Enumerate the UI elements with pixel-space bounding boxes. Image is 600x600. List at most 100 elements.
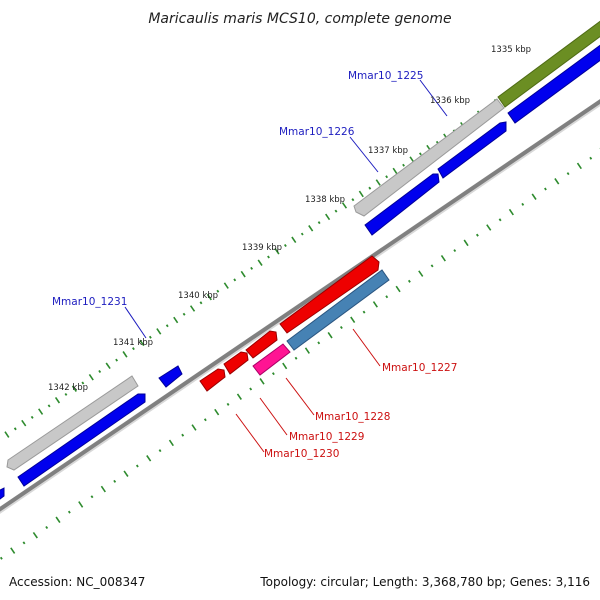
gene-blue-a[interactable] <box>507 38 600 124</box>
outer-scale-tick <box>325 213 331 221</box>
outer-scale-tick <box>115 358 119 362</box>
callout-line-1229 <box>259 397 288 436</box>
outer-scale-tick <box>250 266 254 270</box>
outer-scale-tick <box>38 408 44 415</box>
scale-label: 1342 kbp <box>48 383 88 393</box>
inner-scale-tick <box>566 172 570 176</box>
callout-line-1225 <box>419 79 448 117</box>
outer-scale-tick <box>334 209 338 213</box>
gene-features <box>0 14 600 502</box>
outer-scale-tick <box>351 198 355 202</box>
outer-scale-tick <box>139 339 145 347</box>
inner-scale-tick <box>350 316 356 324</box>
gene-olive[interactable] <box>497 14 600 108</box>
outer-scale-tick <box>402 163 405 167</box>
inner-scale-tick <box>90 495 94 499</box>
gene-steel-1227[interactable] <box>286 269 390 351</box>
outer-scale-tick <box>13 427 17 431</box>
inner-scale-tick <box>67 510 71 514</box>
outer-scale-tick <box>418 152 422 156</box>
outer-scale-tick <box>4 431 10 438</box>
gene-gray-1225[interactable] <box>353 98 505 217</box>
outer-scale-tick <box>385 175 389 179</box>
outer-scale-tick <box>341 202 348 209</box>
inner-scale-tick <box>362 310 366 314</box>
inner-scale-tick <box>544 187 547 191</box>
backbone <box>0 99 600 512</box>
inner-scale-tick <box>440 254 446 262</box>
inner-scale-tick <box>317 341 321 345</box>
gene-gray-1231[interactable] <box>6 375 139 471</box>
outer-scale-tick <box>81 381 85 385</box>
inner-scale-tick <box>181 433 185 437</box>
outer-scale-tick <box>375 179 381 186</box>
outer-scale-tick <box>122 351 128 358</box>
inner-scale-tick <box>10 547 16 554</box>
callout-line-1228 <box>285 377 315 416</box>
callout-line-1231 <box>124 306 147 339</box>
outer-scale-tick <box>54 396 61 404</box>
gene-red-1229[interactable] <box>223 351 249 375</box>
inner-scale-tick <box>498 218 502 222</box>
inner-scale-tick <box>113 479 117 483</box>
gene-label-mmar10-1225[interactable]: Mmar10_1225 <box>348 70 423 82</box>
scale-label: 1335 kbp <box>491 45 531 55</box>
gene-red-1228[interactable] <box>245 330 278 359</box>
inner-scale-tick <box>282 362 288 370</box>
outer-scale-tick <box>317 221 321 225</box>
gene-blue-small[interactable] <box>158 365 183 388</box>
outer-scale-tick <box>206 293 212 301</box>
outer-scale-tick <box>216 289 220 293</box>
gene-labels: Mmar10_1225 Mmar10_1226 Mmar10_1231 Mmar… <box>52 70 457 460</box>
gene-pink-1228[interactable] <box>252 343 291 376</box>
inner-scale-tick <box>0 556 3 560</box>
outer-scale-tick <box>182 312 186 316</box>
gene-red-1230[interactable] <box>199 368 226 392</box>
outer-scale-tick <box>267 255 270 259</box>
inner-scale-tick <box>407 279 411 283</box>
gene-blue-1231[interactable] <box>17 393 146 487</box>
outer-scale-tick <box>274 247 280 255</box>
outer-scale-tick <box>223 282 229 289</box>
inner-scale-tick <box>22 541 26 545</box>
inner-scale-tick <box>395 285 401 293</box>
callout-line-1226 <box>349 136 379 173</box>
outer-scale-tick <box>71 385 77 392</box>
outer-scale-tick <box>392 167 398 175</box>
gene-label-mmar10-1230[interactable]: Mmar10_1230 <box>264 448 339 460</box>
outer-scale-tick <box>291 236 297 244</box>
callout-line-1227 <box>352 328 381 367</box>
outer-scale-tick <box>358 190 364 198</box>
outer-scale-tick <box>199 301 203 305</box>
scale-label: 1341 kbp <box>113 338 153 348</box>
inner-scale-tick <box>226 402 230 406</box>
inner-scale-tick <box>135 464 139 468</box>
inner-scale-tick <box>339 325 343 330</box>
gene-blue-b[interactable] <box>437 121 507 179</box>
inner-scale-tick <box>475 233 479 237</box>
gene-label-mmar10-1228[interactable]: Mmar10_1228 <box>315 411 390 423</box>
outer-scale-tick <box>98 369 102 374</box>
outer-scale-tick <box>21 419 27 427</box>
inner-scale-tick <box>55 516 61 524</box>
scale-ticks <box>0 30 600 560</box>
inner-scale-tick <box>158 449 162 453</box>
inner-scale-tick <box>78 501 84 508</box>
gene-red-1227a[interactable] <box>279 255 380 334</box>
gene-blue-edge[interactable] <box>0 487 5 502</box>
inner-scale-tick <box>271 372 275 376</box>
outer-scale-tick <box>300 232 304 236</box>
scale-labels: 1335 kbp 1336 kbp 1337 kbp 1338 kbp 1339… <box>48 45 531 393</box>
outer-scale-tick <box>233 278 237 282</box>
gene-blue-c[interactable] <box>364 173 440 236</box>
gene-label-mmar10-1226[interactable]: Mmar10_1226 <box>279 126 355 138</box>
gene-label-mmar10-1227[interactable]: Mmar10_1227 <box>382 362 457 374</box>
inner-scale-tick <box>508 208 514 216</box>
scale-label: 1337 kbp <box>368 146 408 156</box>
outer-scale-tick <box>148 335 152 339</box>
inner-scale-tick <box>123 470 129 477</box>
inner-scale-tick <box>531 193 537 200</box>
accession-text: Accession: NC_008347 <box>9 575 145 589</box>
gene-label-mmar10-1229[interactable]: Mmar10_1229 <box>289 431 364 443</box>
gene-label-mmar10-1231[interactable]: Mmar10_1231 <box>52 296 127 308</box>
